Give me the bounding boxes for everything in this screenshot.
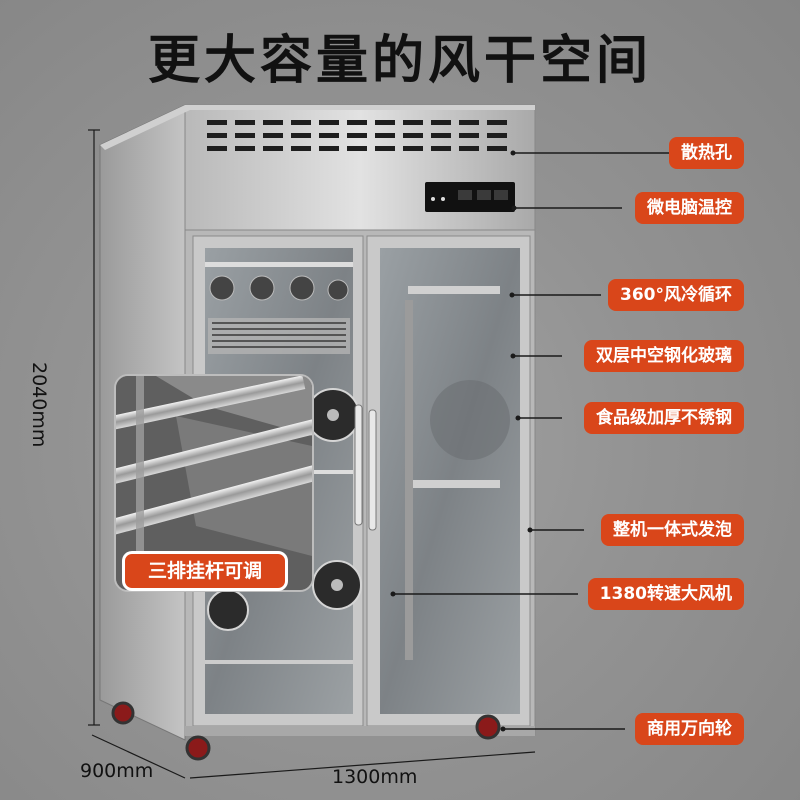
callout-fan: 1380转速大风机 [587, 578, 744, 610]
callout-caster-wheels: 商用万向轮 [635, 713, 744, 745]
callout-temperature-control: 微电脑温控 [635, 192, 744, 224]
callout-air-circulation: 360°风冷循环 [608, 279, 744, 311]
temperature-control-panel [425, 182, 515, 212]
caster-wheels [111, 701, 501, 761]
callout-stainless-steel: 食品级加厚不锈钢 [584, 402, 744, 434]
inset-label: 三排挂杆可调 [122, 551, 288, 591]
right-glass-door [366, 235, 531, 727]
callout-heat-vents: 散热孔 [669, 137, 744, 169]
callout-foam-insulation: 整机一体式发泡 [601, 514, 744, 546]
dimension-depth: 900mm [80, 760, 154, 782]
vent-slots [207, 120, 507, 151]
dimension-width: 1300mm [332, 766, 418, 788]
callout-lines [393, 152, 672, 730]
dimension-lines [88, 129, 536, 779]
page-title: 更大容量的风干空间 [147, 31, 652, 91]
dimension-height: 2040mm [28, 362, 50, 448]
callout-tempered-glass: 双层中空钢化玻璃 [584, 340, 744, 372]
